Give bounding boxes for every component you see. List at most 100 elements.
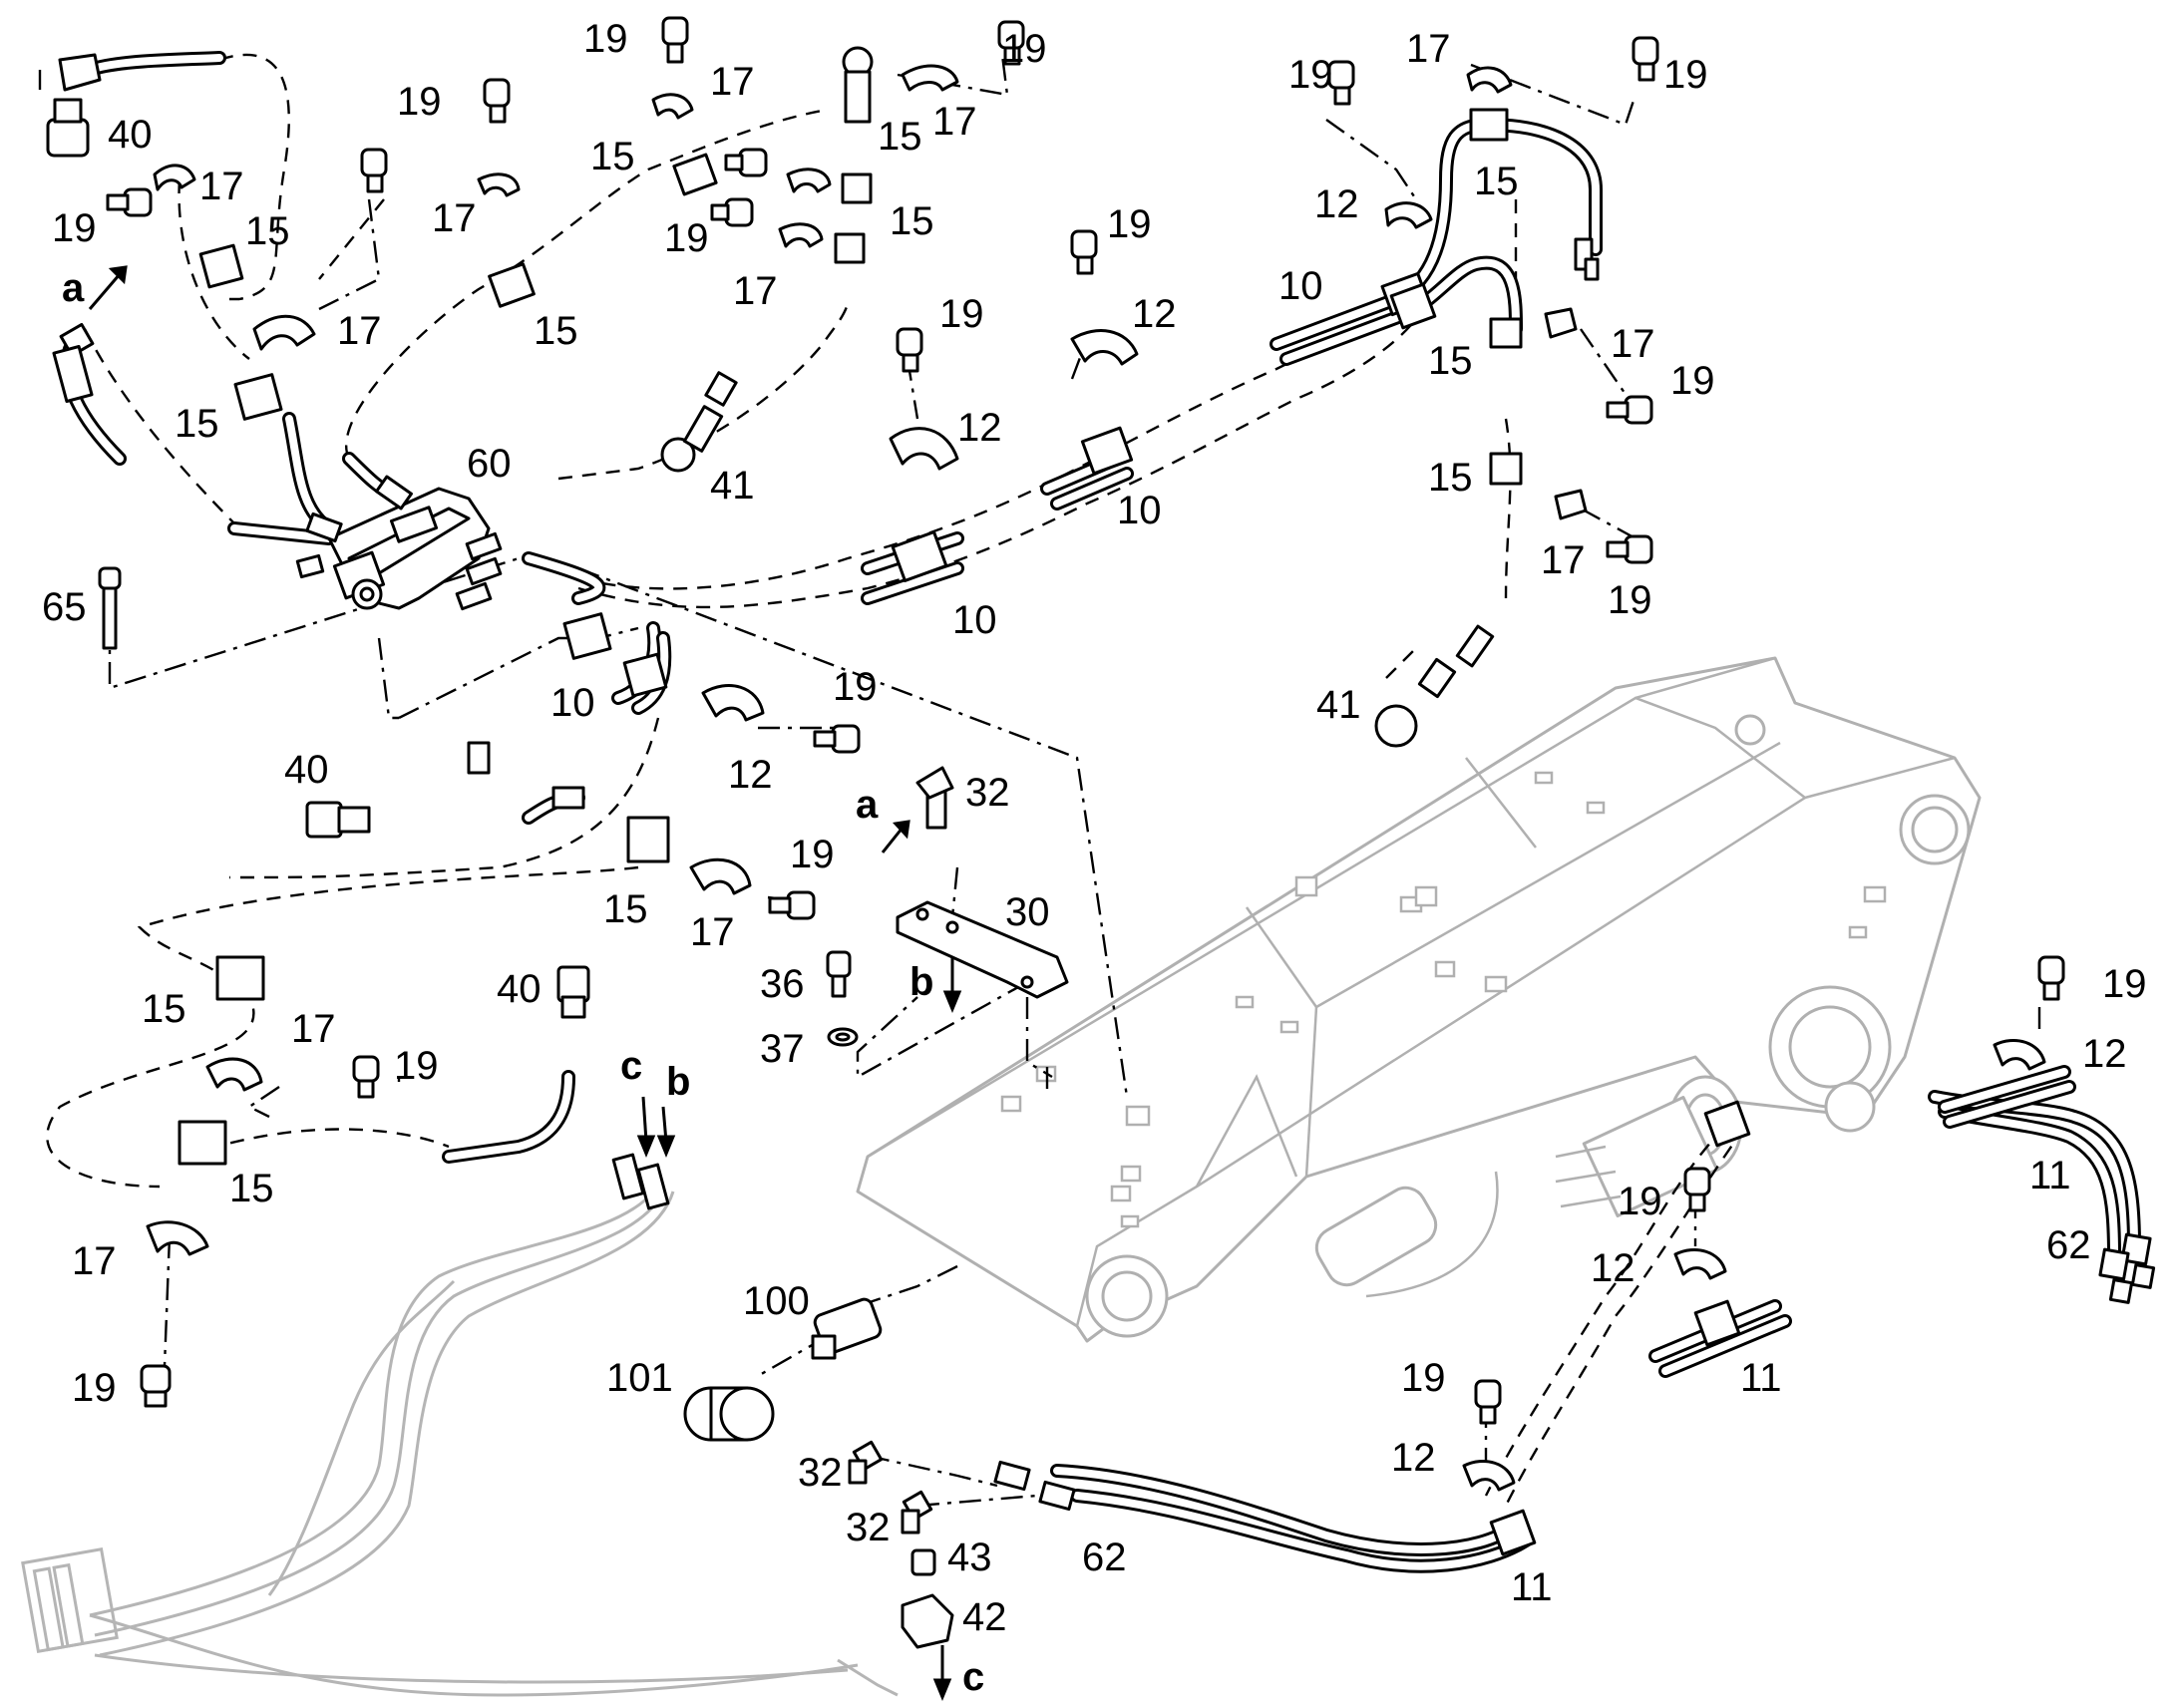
callout-l-a-1: a [62, 266, 85, 310]
callout-l-15-k: 15 [142, 987, 186, 1031]
callout-l-19-k: 19 [1670, 359, 1715, 403]
callout-l-37: 37 [760, 1027, 805, 1071]
callout-l-19-p: 19 [2102, 962, 2147, 1006]
callout-l-100: 100 [743, 1279, 810, 1323]
callout-l-10-d: 10 [1278, 264, 1323, 308]
callout-l-17-e: 17 [733, 269, 778, 313]
hose-end-62-right [2098, 1232, 2156, 1304]
fitting-40-top [46, 53, 102, 158]
callout-l-15-a: 15 [878, 115, 922, 159]
plug-41-left [660, 371, 738, 473]
callout-l-12-e: 12 [2082, 1032, 2127, 1076]
callout-l-41-b: 41 [1316, 683, 1361, 727]
boom-assembly [856, 656, 1982, 1343]
callout-l-30: 30 [1005, 890, 1050, 934]
callout-l-19-m: 19 [790, 833, 835, 876]
callout-l-17-g: 17 [1406, 27, 1451, 71]
callout-l-11-b: 11 [1740, 1356, 1782, 1400]
callout-l-17-i: 17 [1541, 538, 1586, 582]
fitting-40-mid [305, 801, 371, 839]
callout-l-12-f: 12 [1591, 1246, 1635, 1290]
callout-l-19-l: 19 [1608, 578, 1652, 622]
callout-l-65: 65 [42, 585, 87, 629]
callout-l-15-b: 15 [590, 135, 635, 178]
spacer-43 [910, 1548, 936, 1576]
callout-l-15-h: 15 [1428, 339, 1473, 383]
clamp-halves [146, 64, 2046, 1492]
callout-l-19-c: 19 [397, 80, 442, 124]
callout-l-15-i: 15 [1428, 456, 1473, 500]
callout-l-62-b: 62 [2046, 1223, 2091, 1267]
callout-l-10-a: 10 [1117, 489, 1162, 532]
callout-l-b-1: b [909, 960, 933, 1004]
callout-l-12-b: 12 [1132, 292, 1177, 336]
callout-l-19-g: 19 [1107, 202, 1152, 246]
cap-101 [683, 1386, 775, 1442]
parts [46, 16, 2156, 1701]
callout-l-10-c: 10 [550, 681, 595, 725]
callout-l-15-f: 15 [175, 402, 219, 446]
callout-l-10-b: 10 [952, 598, 997, 642]
callout-l-12-d: 12 [1314, 182, 1359, 226]
direction-arrows [88, 265, 962, 1701]
sensor-100 [811, 1297, 883, 1360]
callout-l-40-c: 40 [497, 967, 542, 1011]
callout-l-19-f: 19 [939, 292, 984, 336]
callout-l-17-h: 17 [1611, 322, 1655, 366]
fitting-32-lower [848, 1440, 933, 1535]
callout-l-15-d: 15 [890, 199, 934, 243]
callout-l-62-a: 62 [1082, 1536, 1127, 1579]
callout-l-19-a: 19 [583, 17, 628, 61]
callout-l-12-c: 12 [728, 753, 773, 797]
callout-l-40-b: 40 [284, 748, 329, 792]
callout-l-b-2: b [666, 1060, 690, 1104]
callout-l-19-e: 19 [664, 216, 709, 260]
callout-l-17-c: 17 [199, 165, 244, 208]
callout-l-19-r: 19 [1401, 1356, 1446, 1400]
callout-l-12-g: 12 [1391, 1436, 1436, 1480]
callout-l-60: 60 [467, 442, 512, 486]
callout-l-19-j: 19 [1663, 53, 1708, 97]
callout-l-17-j: 17 [690, 910, 735, 954]
callout-l-36: 36 [760, 962, 805, 1006]
nut-42 [901, 1593, 954, 1649]
callout-l-32-c: 32 [846, 1506, 891, 1549]
bolts-19 [106, 16, 2065, 1425]
callout-l-19-b: 19 [1002, 27, 1047, 71]
callout-l-15-c: 15 [245, 209, 290, 253]
callout-l-11-c: 11 [1511, 1565, 1553, 1609]
bolt-65 [98, 566, 122, 650]
callout-l-c-2: c [962, 1655, 984, 1699]
callout-l-19-o: 19 [72, 1366, 117, 1410]
ghost-hose-bundle [21, 1191, 899, 1697]
callout-l-19-q: 19 [1618, 1180, 1662, 1223]
callout-l-101: 101 [606, 1356, 673, 1400]
clamp-blocks-15 [178, 108, 1751, 1556]
callout-l-32-b: 32 [798, 1451, 843, 1495]
connectors [52, 46, 1600, 1512]
callout-l-43: 43 [947, 1536, 992, 1579]
callout-l-17-b: 17 [932, 100, 977, 144]
callout-l-17-d: 17 [432, 196, 477, 240]
callout-l-15-j: 15 [603, 887, 648, 931]
bracket-30 [896, 900, 1069, 999]
callout-l-17-l: 17 [72, 1239, 117, 1283]
callout-l-41-a: 41 [710, 464, 755, 508]
callout-l-17-f: 17 [337, 309, 382, 353]
callout-l-19-i: 19 [1288, 53, 1333, 97]
callout-l-c-1: c [620, 1044, 642, 1088]
fitting-40-low [556, 965, 590, 1019]
callout-l-17-a: 17 [710, 60, 755, 104]
callout-l-17-k: 17 [291, 1007, 336, 1051]
callout-l-19-d: 19 [52, 206, 97, 250]
callout-l-11-a: 11 [2029, 1154, 2071, 1197]
callout-l-40-a: 40 [108, 113, 153, 157]
callout-l-19-h: 19 [833, 665, 878, 709]
callout-l-42: 42 [962, 1595, 1007, 1639]
callout-l-19-n: 19 [394, 1044, 439, 1088]
bolt-36 [826, 950, 852, 998]
washer-37 [827, 1027, 859, 1047]
plug-41-right [1374, 624, 1495, 748]
